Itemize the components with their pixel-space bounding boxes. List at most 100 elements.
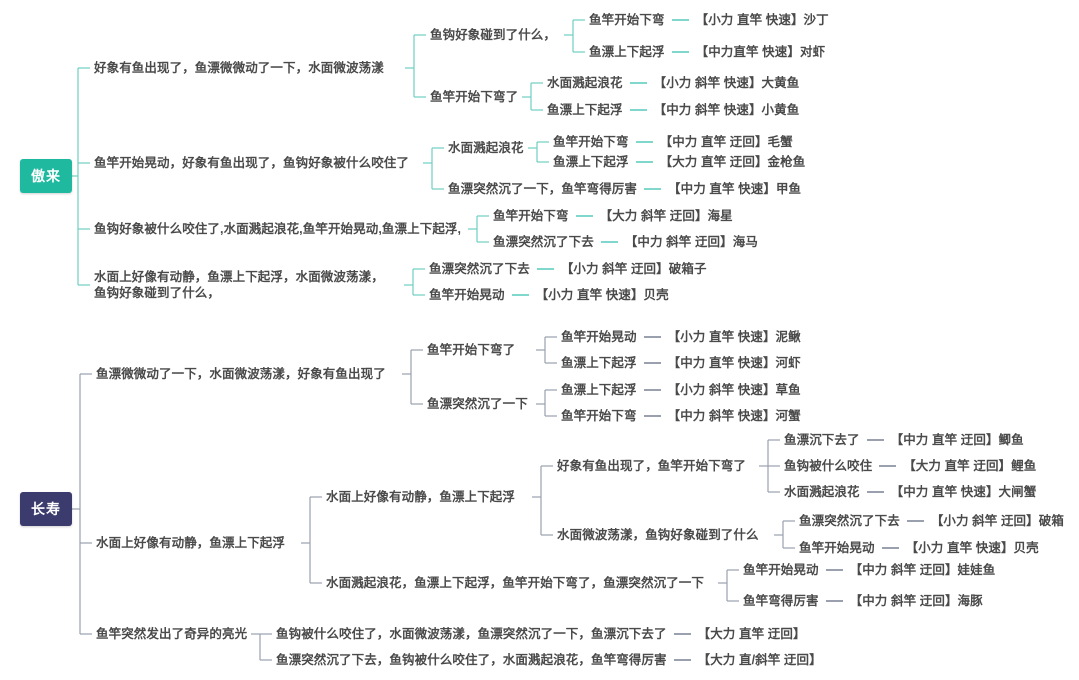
leaf-dash-icon <box>881 546 899 549</box>
leaf-L8[interactable]: 鱼竿开始下弯【大力 斜竿 迂回】海星 <box>493 208 733 224</box>
leaf-L11[interactable]: 鱼竿开始晃动 【小力 直竿 快速】贝壳 <box>429 287 669 303</box>
branch-node-b1b[interactable]: 鱼漂突然沉了一下 <box>427 397 528 411</box>
leaf-L21-condition: 鱼竿开始晃动 <box>743 563 819 577</box>
leaf-dash-icon <box>671 50 689 53</box>
branch-node-b2b[interactable]: 水面溅起浪花，鱼漂上下起浮，鱼竿开始下弯了，鱼漂突然沉了一下 <box>326 576 705 590</box>
root-node-aolai[interactable]: 傲来 <box>20 159 72 193</box>
leaf-L23[interactable]: 鱼钩被什么咬住了，水面微波荡漾，鱼漂突然沉了一下，鱼漂沉下去了【大力 直竿 迂回… <box>276 626 806 642</box>
branch-node-a4-line1: 水面上好像有动静，鱼漂上下起浮，水面微波荡漾， <box>94 270 384 284</box>
leaf-L19-result: 【小力 斜竿 迂回】破箱 <box>930 514 1064 528</box>
leaf-dash-icon <box>635 160 653 163</box>
leaf-L23-condition: 鱼钩被什么咬住了，水面微波荡漾，鱼漂突然沉了一下，鱼漂沉下去了 <box>276 627 667 641</box>
leaf-L16[interactable]: 鱼漂沉下去了 【中力 直竿 迂回】鲫鱼 <box>784 432 1024 448</box>
leaf-L16-condition: 鱼漂沉下去了 <box>784 433 860 447</box>
branch-node-b3[interactable]: 鱼竿突然发出了奇异的亮光 <box>96 627 248 641</box>
leaf-L21-result: 【中力 斜竿 迂回】娃娃鱼 <box>849 563 996 577</box>
leaf-L11-condition: 鱼竿开始晃动 <box>429 288 505 302</box>
branch-node-b1a[interactable]: 鱼竿开始下弯了 <box>427 343 516 357</box>
leaf-L9[interactable]: 鱼漂突然沉了下去 【中力 斜竿 迂回】海马 <box>493 234 758 250</box>
leaf-L1-result: 【小力 直竿 快速】沙丁 <box>695 13 829 27</box>
leaf-L24[interactable]: 鱼漂突然沉了下去，鱼钩被什么咬住了，水面溅起浪花，鱼竿弯得厉害【大力 直/斜竿 … <box>276 652 822 668</box>
leaf-L13-condition: 鱼漂上下起浮 <box>561 356 637 370</box>
leaf-dash-icon <box>825 568 843 571</box>
leaf-L20-result: 【小力 直竿 快速】贝壳 <box>905 541 1039 555</box>
leaf-dash-icon <box>575 214 593 217</box>
leaf-L2-result: 【中力直竿 快速】对虾 <box>695 45 826 59</box>
leaf-dash-icon <box>643 361 661 364</box>
leaf-L20[interactable]: 鱼竿开始晃动【小力 直竿 快速】贝壳 <box>799 540 1039 556</box>
leaf-dash-icon <box>511 293 529 296</box>
leaf-dash-icon <box>643 335 661 338</box>
leaf-L7-condition: 鱼漂突然沉了一下，鱼竿弯得厉害 <box>448 182 638 196</box>
leaf-L14-result: 【小力 斜竿 快速】草鱼 <box>667 383 801 397</box>
leaf-L16-result: 【中力 直竿 迂回】鲫鱼 <box>890 433 1024 447</box>
leaf-L4-condition: 鱼漂上下起浮 <box>547 103 623 117</box>
leaf-L15[interactable]: 鱼竿开始下弯 【中力 斜竿 快速】河蟹 <box>561 408 801 424</box>
branch-node-b1[interactable]: 鱼漂微微动了一下，水面微波荡漾，好象有鱼出现了 <box>96 367 386 381</box>
leaf-L3-result: 【小力 斜竿 快速】大黄鱼 <box>653 76 800 90</box>
branch-node-a3[interactable]: 鱼钩好象被什么咬住了,水面溅起浪花,鱼竿开始晃动,鱼漂上下起浮, <box>94 222 462 236</box>
branch-node-b2[interactable]: 水面上好像有动静，鱼漂上下起浮 <box>96 536 286 550</box>
leaf-L7[interactable]: 鱼漂突然沉了一下，鱼竿弯得厉害 【中力 直竿 快速】甲鱼 <box>448 181 801 197</box>
leaf-L9-result: 【中力 斜竿 迂回】海马 <box>624 235 758 249</box>
leaf-L18-result: 【中力 直竿 快速】大闸蟹 <box>890 485 1037 499</box>
leaf-L5-result: 【中力 直竿 迂回】毛蟹 <box>659 135 793 149</box>
leaf-L1[interactable]: 鱼竿开始下弯 【小力 直竿 快速】沙丁 <box>589 12 829 28</box>
branch-node-b2a[interactable]: 水面上好像有动静，鱼漂上下起浮 <box>326 490 516 504</box>
branch-node-a1a[interactable]: 鱼钩好象碰到了什么， <box>430 28 557 42</box>
leaf-L19[interactable]: 鱼漂突然沉了下去 【小力 斜竿 迂回】破箱 <box>799 513 1064 529</box>
leaf-L4[interactable]: 鱼漂上下起浮 【中力 斜竿 快速】小黄鱼 <box>547 102 799 118</box>
leaf-L2-condition: 鱼漂上下起浮 <box>589 45 665 59</box>
leaf-L15-result: 【中力 斜竿 快速】河蟹 <box>667 409 801 423</box>
leaf-L12[interactable]: 鱼竿开始晃动【小力 直竿 快速】泥鳅 <box>561 329 801 345</box>
branch-node-a4[interactable]: 水面上好像有动静，鱼漂上下起浮，水面微波荡漾， 鱼钩好象碰到了什么， <box>94 269 406 301</box>
leaf-dash-icon <box>879 464 897 467</box>
leaf-L22-condition: 鱼竿弯得厉害 <box>743 594 819 608</box>
leaf-dash-icon <box>635 140 653 143</box>
leaf-L10[interactable]: 鱼漂突然沉了下去 【小力 斜竿 迂回】破箱子 <box>429 261 707 277</box>
leaf-dash-icon <box>906 519 924 522</box>
leaf-dash-icon <box>644 187 662 190</box>
root-node-changshou[interactable]: 长寿 <box>20 492 72 526</box>
leaf-L10-condition: 鱼漂突然沉了下去 <box>429 262 530 276</box>
leaf-L3[interactable]: 水面溅起浪花 【小力 斜竿 快速】大黄鱼 <box>547 75 799 91</box>
branch-node-a4-line2: 鱼钩好象碰到了什么， <box>94 286 221 300</box>
leaf-dash-icon <box>825 599 843 602</box>
leaf-L11-result: 【小力 直竿 快速】贝壳 <box>535 288 669 302</box>
leaf-L6[interactable]: 鱼漂上下起浮 【大力 直竿 迂回】金枪鱼 <box>553 154 805 170</box>
leaf-L17[interactable]: 鱼钩被什么咬住【大力 直竿 迂回】鲤鱼 <box>784 458 1036 474</box>
leaf-L1-condition: 鱼竿开始下弯 <box>589 13 665 27</box>
leaf-L12-condition: 鱼竿开始晃动 <box>561 330 637 344</box>
leaf-L22[interactable]: 鱼竿弯得厉害 【中力 斜竿 迂回】海豚 <box>743 593 983 609</box>
leaf-dash-icon <box>643 388 661 391</box>
leaf-L10-result: 【小力 斜竿 迂回】破箱子 <box>560 262 707 276</box>
leaf-L7-result: 【中力 直竿 快速】甲鱼 <box>668 182 802 196</box>
leaf-L18[interactable]: 水面溅起浪花 【中力 直竿 快速】大闸蟹 <box>784 484 1036 500</box>
leaf-L21[interactable]: 鱼竿开始晃动 【中力 斜竿 迂回】娃娃鱼 <box>743 562 995 578</box>
leaf-L18-condition: 水面溅起浪花 <box>784 485 860 499</box>
branch-node-a2a[interactable]: 水面溅起浪花 <box>448 141 524 155</box>
branch-node-a1[interactable]: 好象有鱼出现了，鱼漂微微动了一下，水面微波荡漾 <box>94 61 384 75</box>
leaf-dash-icon <box>673 658 691 661</box>
leaf-L8-condition: 鱼竿开始下弯 <box>493 209 569 223</box>
branch-node-a2[interactable]: 鱼竿开始晃动，好象有鱼出现了，鱼钩好象被什么咬住了 <box>94 156 410 170</box>
leaf-L6-result: 【大力 直竿 迂回】金枪鱼 <box>659 155 806 169</box>
leaf-L15-condition: 鱼竿开始下弯 <box>561 409 637 423</box>
leaf-L13[interactable]: 鱼漂上下起浮 【中力 直竿 快速】河虾 <box>561 355 801 371</box>
leaf-L6-condition: 鱼漂上下起浮 <box>553 155 629 169</box>
leaf-L5[interactable]: 鱼竿开始下弯 【中力 直竿 迂回】毛蟹 <box>553 134 793 150</box>
leaf-dash-icon <box>866 438 884 441</box>
leaf-L13-result: 【中力 直竿 快速】河虾 <box>667 356 801 370</box>
branch-node-b2a2[interactable]: 水面微波荡漾，鱼钩好象碰到了什么 <box>557 528 759 542</box>
branch-node-a1b[interactable]: 鱼竿开始下弯了 <box>430 90 519 104</box>
leaf-L2[interactable]: 鱼漂上下起浮 【中力直竿 快速】对虾 <box>589 44 825 60</box>
leaf-L22-result: 【中力 斜竿 迂回】海豚 <box>849 594 983 608</box>
leaf-L3-condition: 水面溅起浪花 <box>547 76 623 90</box>
leaf-L14[interactable]: 鱼漂上下起浮【小力 斜竿 快速】草鱼 <box>561 382 801 398</box>
branch-node-b2a1[interactable]: 好象有鱼出现了，鱼竿开始下弯了 <box>557 459 747 473</box>
leaf-L19-condition: 鱼漂突然沉了下去 <box>799 514 900 528</box>
leaf-L5-condition: 鱼竿开始下弯 <box>553 135 629 149</box>
leaf-L9-condition: 鱼漂突然沉了下去 <box>493 235 594 249</box>
leaf-dash-icon <box>536 267 554 270</box>
leaf-L4-result: 【中力 斜竿 快速】小黄鱼 <box>653 103 800 117</box>
